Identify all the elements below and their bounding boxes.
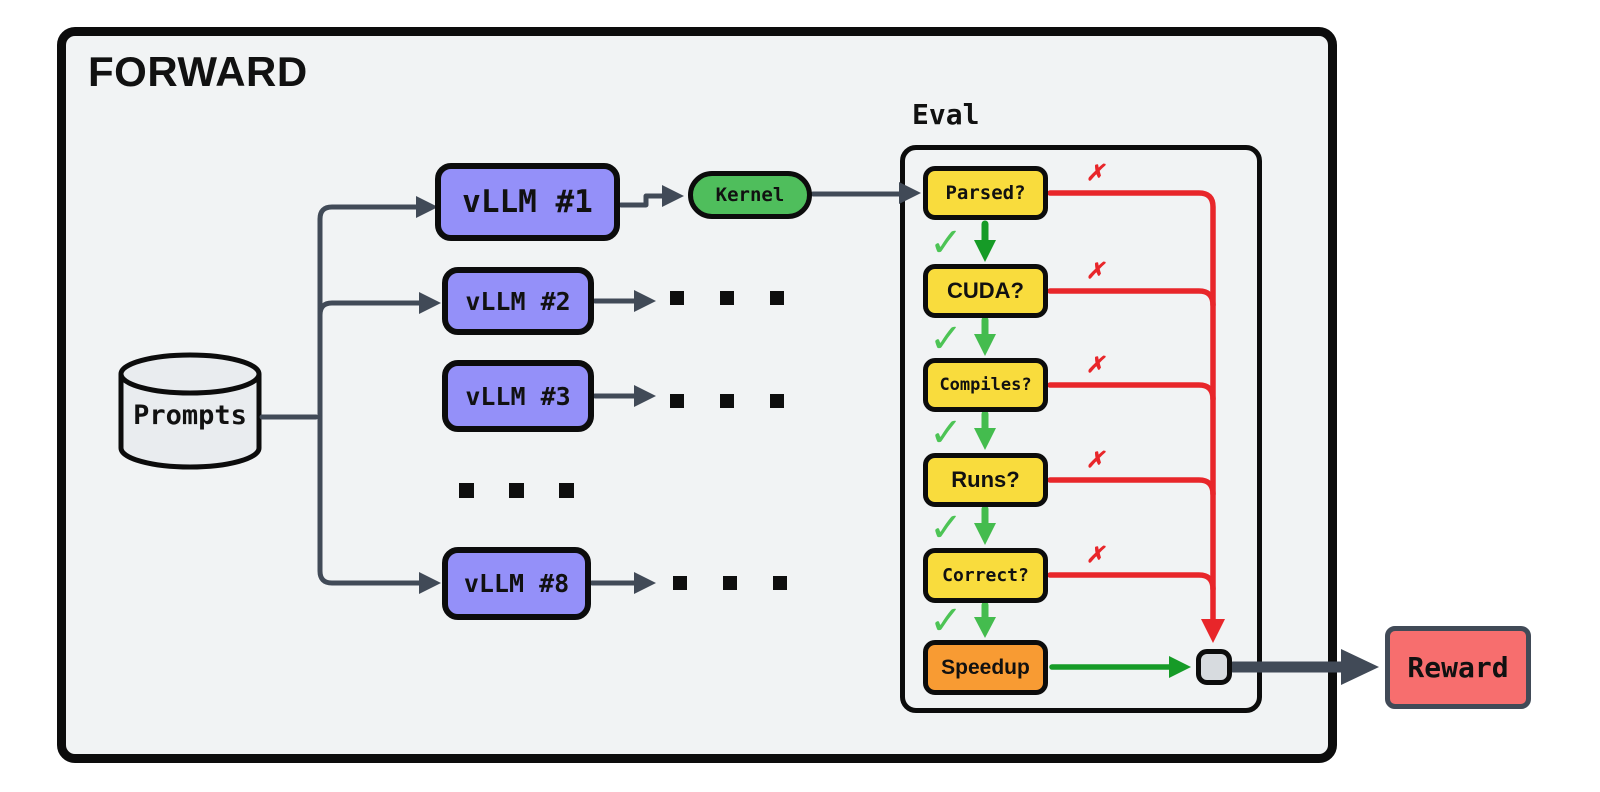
reward-wire [1227, 649, 1379, 685]
merge-node [1196, 649, 1232, 685]
kernel-node: Kernel [688, 171, 812, 219]
vllm-node-2: vLLM #2 [442, 267, 594, 335]
ellipsis-dots [459, 291, 787, 590]
eval-container [900, 145, 1262, 713]
vllm-node-1: vLLM #1 [435, 163, 620, 241]
eval-speedup-node: Speedup [923, 640, 1048, 695]
check-mark-icon: ✓ [929, 316, 963, 362]
check-mark-icon: ✓ [929, 598, 963, 644]
prompts-node: Prompts [133, 400, 247, 431]
eval-check-cuda: CUDA? [923, 264, 1048, 318]
vllm-node-8: vLLM #8 [442, 547, 591, 620]
fail-wires [1047, 190, 1216, 623]
fail-mark-icon: ✗ [1087, 538, 1106, 569]
fail-mark-icon: ✗ [1087, 156, 1106, 187]
fail-marks: ✗ ✗ ✗ ✗ ✗ [1087, 156, 1106, 569]
fail-mark-icon: ✗ [1087, 254, 1106, 285]
reward-node: Reward [1385, 626, 1531, 709]
fail-mark-icon: ✗ [1087, 443, 1106, 474]
pass-arrows [974, 220, 1191, 678]
eval-check-compiles: Compiles? [923, 358, 1048, 412]
eval-check-runs: Runs? [923, 453, 1048, 507]
arrowheads [416, 182, 921, 594]
eval-label: Eval [912, 98, 980, 131]
prompt-branch-wires [259, 191, 904, 586]
fail-mark-icon: ✗ [1087, 348, 1106, 379]
fail-arrowhead [1201, 619, 1225, 643]
eval-check-correct: Correct? [923, 548, 1048, 603]
diagram-title: FORWARD [88, 48, 308, 95]
eval-check-parsed: Parsed? [923, 166, 1048, 220]
database-cylinder-icon [118, 352, 262, 470]
check-mark-icon: ✓ [929, 410, 963, 456]
pass-marks: ✓ ✓ ✓ ✓ ✓ [929, 220, 963, 644]
vllm-node-3: vLLM #3 [442, 360, 594, 432]
check-mark-icon: ✓ [929, 505, 963, 551]
check-mark-icon: ✓ [929, 220, 963, 266]
